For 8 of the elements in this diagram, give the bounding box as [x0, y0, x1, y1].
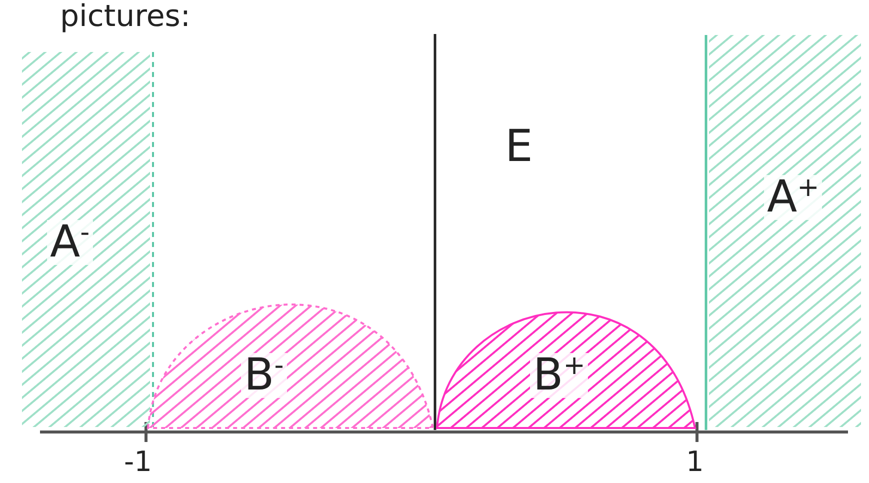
- heading-text: pictures:: [60, 2, 191, 32]
- region-label: A$^{-}$: [47, 220, 93, 265]
- region-label: E: [505, 125, 533, 169]
- tick-label: -1: [124, 448, 152, 476]
- region-label: A$^{+}$: [764, 175, 822, 220]
- region-label: B$^{+}$: [530, 353, 588, 398]
- region-label: B$^{-}$: [241, 353, 287, 398]
- tick-label: 1: [686, 448, 704, 476]
